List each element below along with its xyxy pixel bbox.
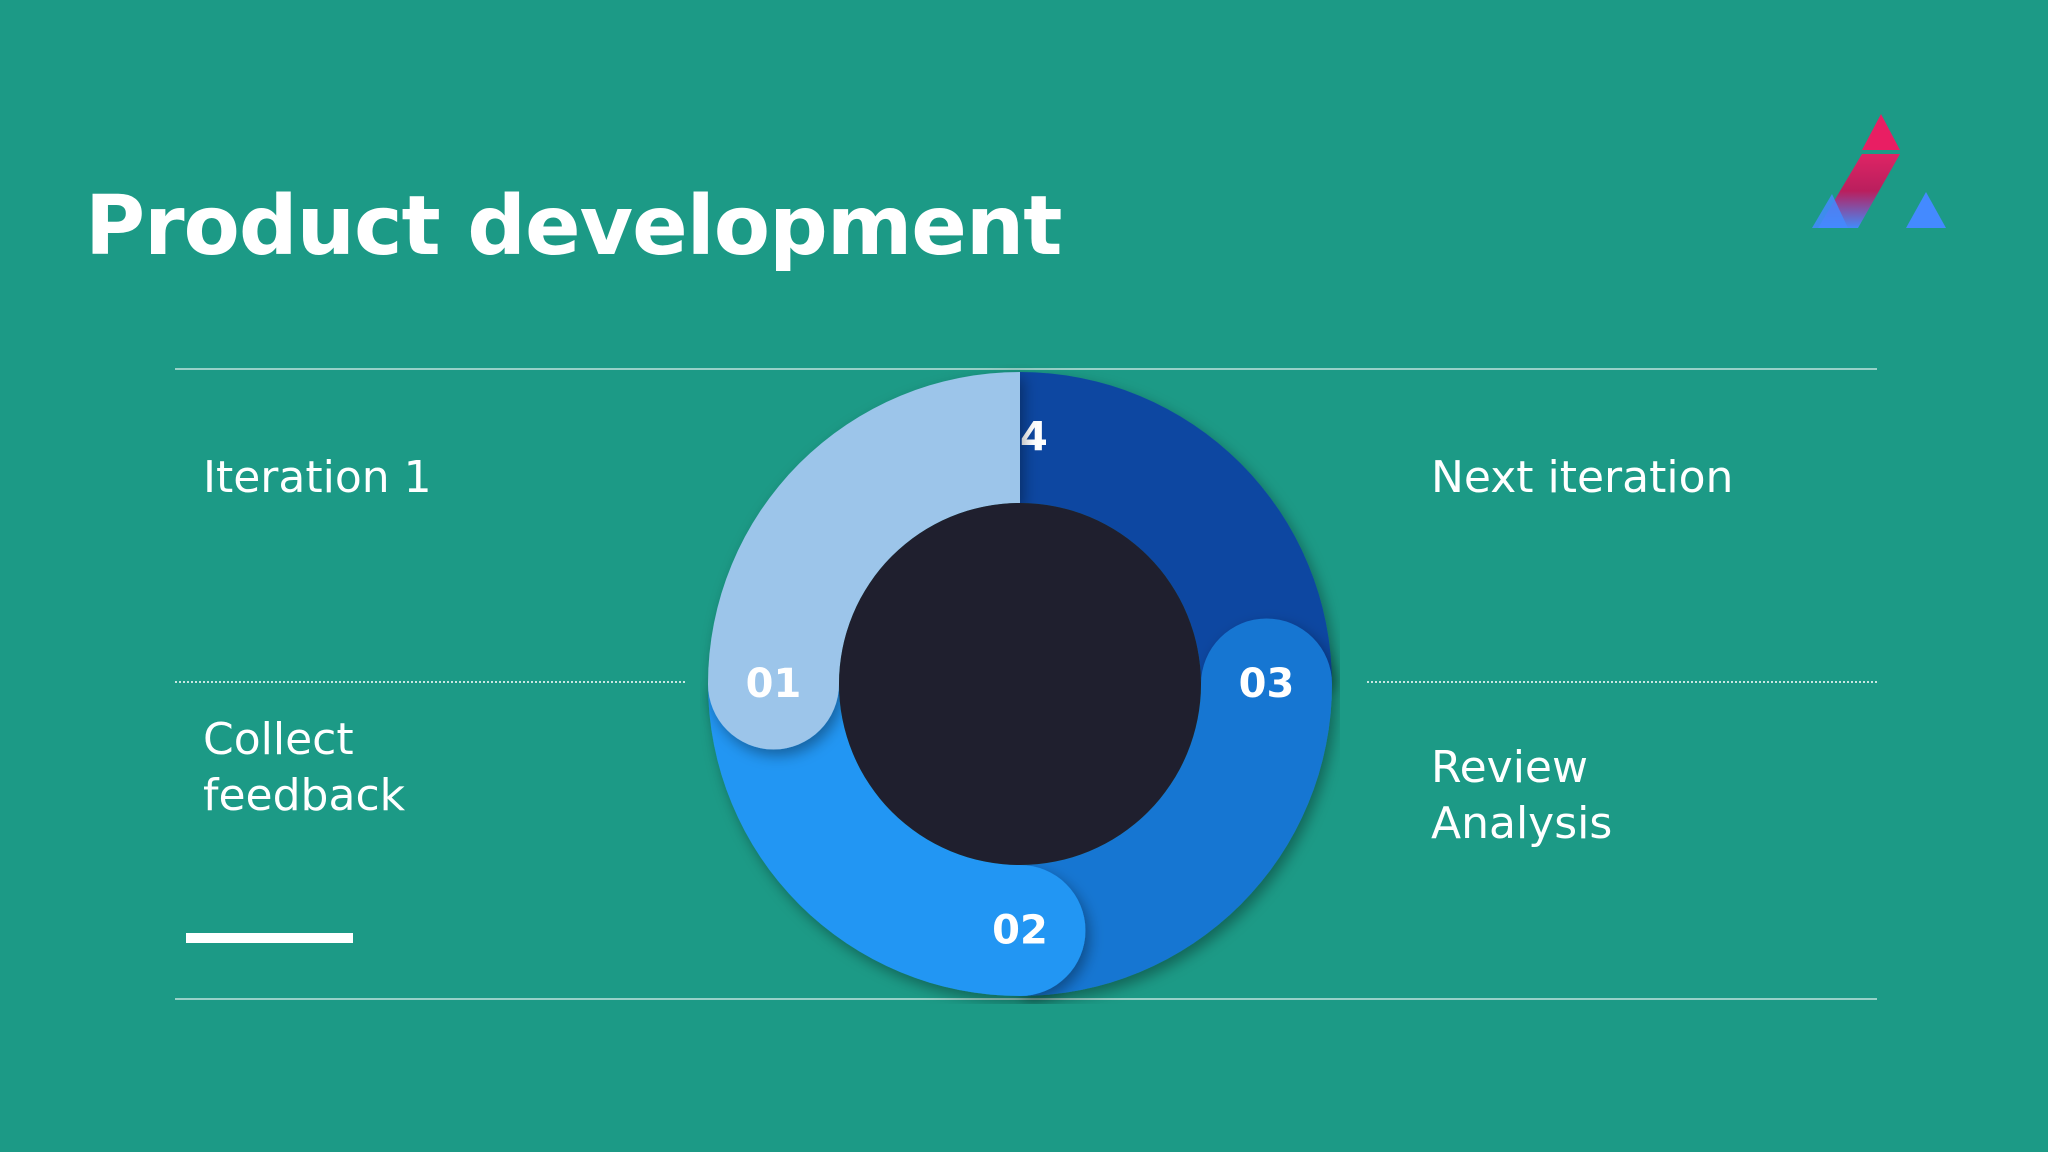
segment-number-02: 02 bbox=[992, 908, 1048, 954]
segment-number-03: 03 bbox=[1239, 661, 1295, 707]
label-collect-feedback: Collect feedback bbox=[203, 714, 406, 821]
cycle-segment-01: 01 bbox=[708, 372, 1020, 750]
top-divider bbox=[175, 368, 1877, 370]
accent-bar bbox=[186, 933, 353, 943]
label-next-iteration: Next iteration bbox=[1431, 452, 1734, 503]
slide-title: Product development bbox=[85, 179, 1062, 274]
bottom-divider bbox=[175, 998, 1877, 1000]
middle-left-divider bbox=[175, 681, 685, 683]
middle-right-divider bbox=[1367, 681, 1877, 683]
cycle-segment-02: 02 bbox=[708, 684, 1086, 996]
cycle-diagram: 04 03 02 01 bbox=[708, 372, 1332, 996]
cycle-segment-03: 03 bbox=[1020, 618, 1332, 996]
logo-right-triangle bbox=[1906, 192, 1946, 228]
brand-logo-icon bbox=[1812, 114, 1946, 228]
segment-number-01: 01 bbox=[746, 661, 802, 707]
logo-top-triangle bbox=[1862, 114, 1900, 150]
label-review-analysis: Review Analysis bbox=[1431, 742, 1613, 849]
label-iteration-1: Iteration 1 bbox=[203, 452, 432, 503]
logo-left-triangle bbox=[1812, 194, 1848, 228]
cycle-center-disc bbox=[839, 503, 1201, 865]
